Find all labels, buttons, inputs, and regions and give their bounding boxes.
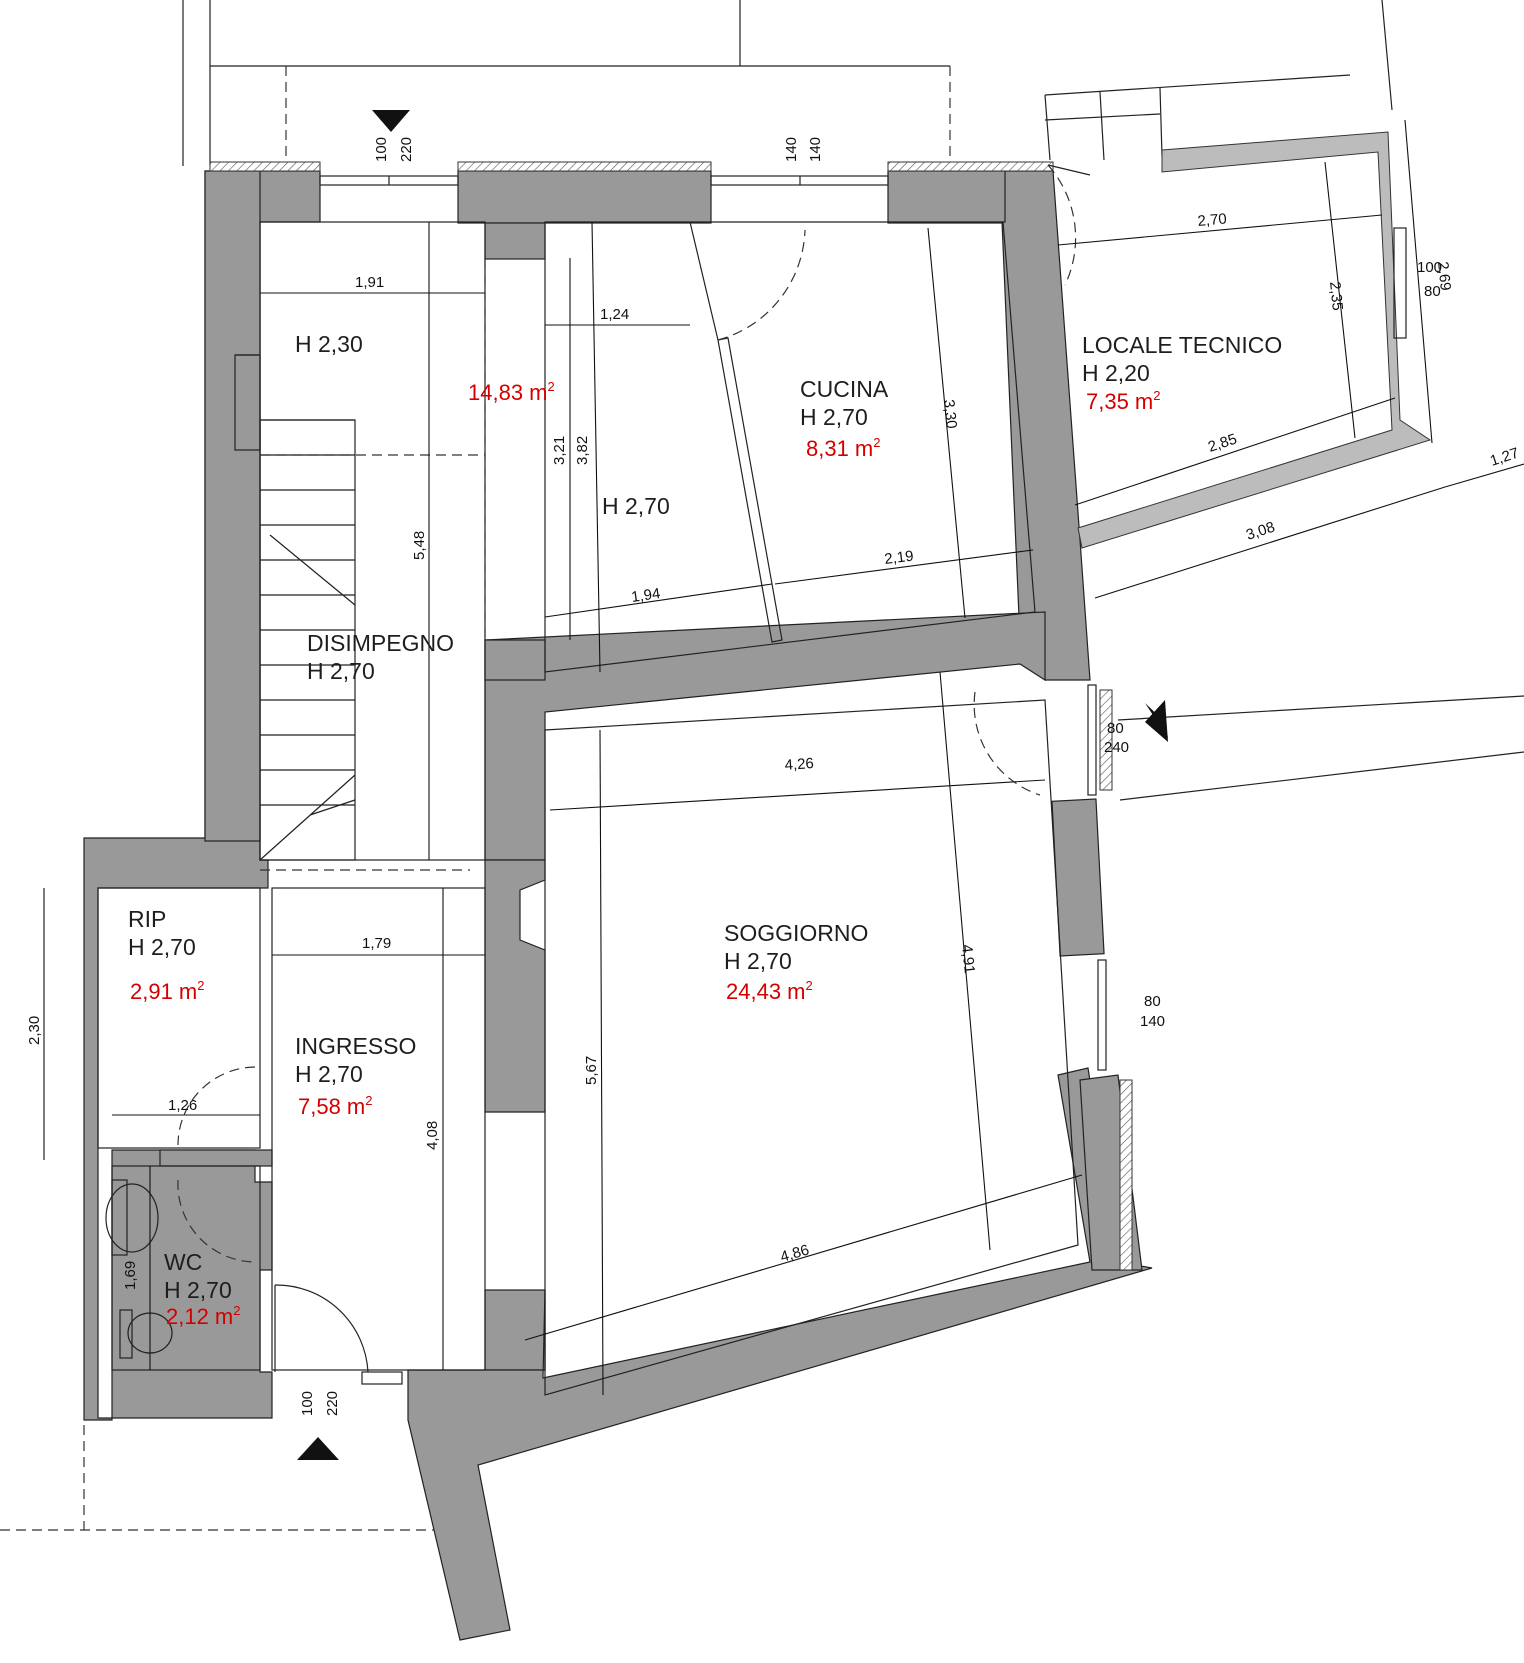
disimpegno-height: H 2,70: [307, 658, 375, 684]
opening-east-door-a: 80: [1107, 720, 1124, 737]
windows: [319, 175, 1407, 1385]
context-lines: [0, 0, 1524, 1531]
opening-top-left-b: 220: [398, 137, 415, 162]
dim-1-24: 1,24: [600, 306, 629, 323]
opening-east-window-b: 140: [1140, 1013, 1165, 1030]
dim-3-30: 3,30: [940, 399, 960, 430]
mid-room-height: H 2,70: [602, 493, 670, 519]
cucina-height: H 2,70: [800, 404, 868, 430]
rip-height: H 2,70: [128, 934, 196, 960]
dim-3-21: 3,21: [551, 436, 568, 465]
top-room-area: 14,83 m2: [468, 379, 555, 405]
locale-tecnico-area: 7,35 m2: [1086, 388, 1161, 414]
dim-2-70: 2,70: [1197, 211, 1228, 230]
dim-3-08: 3,08: [1244, 519, 1277, 544]
dim-5-48: 5,48: [411, 531, 428, 560]
locale-tecnico-name: LOCALE TECNICO: [1082, 332, 1282, 358]
ingresso-name: INGRESSO: [295, 1033, 416, 1059]
dim-1-69: 1,69: [122, 1261, 139, 1290]
opening-east-window-a: 80: [1144, 993, 1161, 1010]
wall-sills: [209, 161, 1133, 1271]
rip-area: 2,91 m2: [130, 978, 205, 1004]
opening-bottom-door-b: 220: [324, 1391, 341, 1416]
opening-top-mid-a: 140: [783, 137, 800, 162]
dimension-lines: [43, 119, 1524, 1396]
room-outlines: [97, 221, 1079, 1396]
wc-area: 2,12 m2: [166, 1303, 241, 1329]
room-labels: H 2,30 14,83 m2 CUCINA H 2,70 8,31 m2 H …: [128, 331, 1282, 1329]
dim-2-69: 2,69: [1434, 261, 1454, 292]
entry-arrow-east-2: [1145, 700, 1168, 742]
soggiorno-height: H 2,70: [724, 948, 792, 974]
wc-name: WC: [164, 1249, 202, 1275]
opening-top-left-a: 100: [373, 137, 390, 162]
dim-1-94: 1,94: [630, 585, 661, 606]
dim-4-08: 4,08: [424, 1121, 441, 1150]
dim-2-35: 2,35: [1326, 281, 1346, 312]
soggiorno-name: SOGGIORNO: [724, 920, 868, 946]
arrows: [297, 110, 1168, 1460]
dim-4-26: 4,26: [784, 755, 814, 774]
walls: [83, 131, 1432, 1641]
dim-4-86: 4,86: [778, 1241, 811, 1265]
rip-name: RIP: [128, 906, 166, 932]
ingresso-area: 7,58 m2: [298, 1093, 373, 1119]
cucina-area: 8,31 m2: [806, 435, 881, 461]
ingresso-height: H 2,70: [295, 1061, 363, 1087]
locale-tecnico-height: H 2,20: [1082, 360, 1150, 386]
door-swings: [177, 164, 1091, 1373]
dim-1-26: 1,26: [168, 1097, 197, 1114]
cucina-name: CUCINA: [800, 376, 889, 402]
opening-lt-window-a: 100: [1417, 259, 1442, 276]
dim-1-91: 1,91: [355, 274, 384, 291]
wc-height: H 2,70: [164, 1277, 232, 1303]
opening-bottom-door-a: 100: [299, 1391, 316, 1416]
opening-top-mid-b: 140: [807, 137, 824, 162]
dim-2-19: 2,19: [883, 548, 914, 568]
disimpegno-name: DISIMPEGNO: [307, 630, 454, 656]
entry-arrow-top: [372, 110, 410, 132]
dim-5-67: 5,67: [583, 1056, 600, 1085]
dim-3-82: 3,82: [574, 436, 591, 465]
entry-arrow-bottom: [297, 1437, 339, 1460]
opening-east-door-b: 240: [1104, 739, 1129, 756]
opening-lt-window-b: 80: [1424, 283, 1441, 300]
dim-4-91: 4,91: [958, 944, 978, 975]
top-room-height: H 2,30: [295, 331, 363, 357]
dim-1-79: 1,79: [362, 935, 391, 952]
soggiorno-area: 24,43 m2: [726, 978, 813, 1004]
opening-labels: 100 220 140 140 100 80 80 240 80 140 100…: [299, 137, 1442, 1416]
dim-2-30: 2,30: [26, 1016, 43, 1045]
